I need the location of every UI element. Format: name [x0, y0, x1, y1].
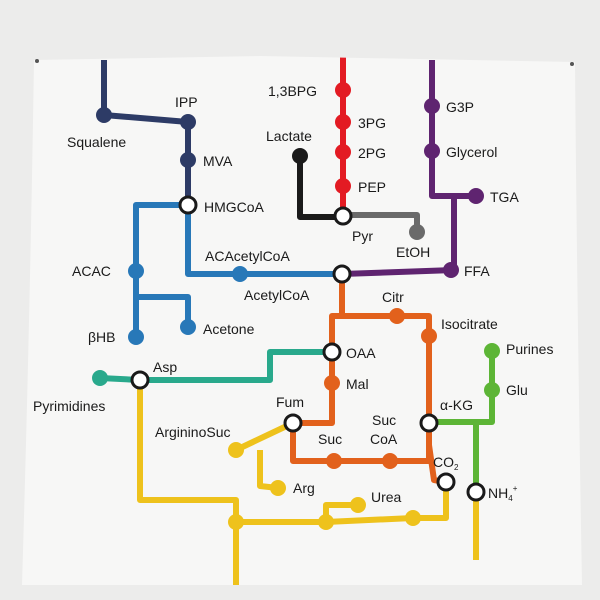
station-glycerol [424, 143, 440, 159]
line-teal [99, 349, 332, 383]
label-suc: Suc [318, 431, 342, 447]
label-tga: TGA [490, 189, 519, 205]
station-acacetylcoa [232, 266, 248, 282]
label-acetylcoa: AcetylCoA [244, 287, 310, 303]
label-glycerol: Glycerol [446, 144, 497, 160]
metro-lines [92, 56, 500, 585]
label-pyr: Pyr [352, 228, 373, 244]
station-ipp [180, 114, 196, 130]
line-yellow-left [137, 380, 239, 585]
line-black [297, 156, 343, 220]
station-etoh [409, 224, 425, 240]
label-nh4-superscript: + [513, 484, 518, 493]
interchange-nh4 [466, 482, 486, 502]
label-fum: Fum [276, 394, 304, 410]
station-arg [270, 480, 286, 496]
label-succoa-line1: Suc [372, 412, 396, 428]
label-ffa: FFA [464, 263, 490, 279]
label-etoh: EtOH [396, 244, 430, 260]
label-asp: Asp [153, 359, 177, 375]
station-mva [180, 152, 196, 168]
label-co2-subscript: 2 [454, 463, 459, 472]
label-glu: Glu [506, 382, 528, 398]
interchange-akg [419, 413, 439, 433]
interchange-pyr [333, 206, 353, 226]
label-lactate: Lactate [266, 128, 312, 144]
label-arg: Arg [293, 480, 315, 496]
label-argininosuc: ArgininoSuc [155, 424, 231, 440]
station-ffa [443, 262, 459, 278]
label-13bpg: 1,3BPG [268, 83, 317, 99]
label-bhb: βHB [88, 329, 116, 345]
label-hmgcoa: HMGCoA [204, 199, 265, 215]
station-urea [350, 497, 366, 513]
station-3pg [335, 114, 351, 130]
interchange-co2 [436, 472, 456, 492]
station-mal [324, 375, 340, 391]
station-pyrimidines [92, 370, 108, 386]
label-mal: Mal [346, 376, 369, 392]
line-blue-ketones [133, 202, 188, 338]
label-succoa-line2: CoA [370, 431, 398, 447]
station-succoa [382, 453, 398, 469]
station-yellow-bottom-1 [228, 514, 244, 530]
line-yellow-bottom [236, 482, 449, 525]
station-tga [468, 188, 484, 204]
line-green-purines [476, 351, 495, 425]
station-suc [326, 453, 342, 469]
label-pyrimidines: Pyrimidines [33, 398, 105, 414]
label-3pg: 3PG [358, 115, 386, 131]
label-purines: Purines [506, 341, 553, 357]
interchange-asp [130, 370, 150, 390]
interchange-acetylcoa [332, 264, 352, 284]
line-blue-acetone [136, 294, 191, 326]
label-urea: Urea [371, 489, 402, 505]
tapestry-fabric [22, 56, 582, 585]
pin-left [35, 59, 39, 63]
station-g3p [424, 98, 440, 114]
label-squalene: Squalene [67, 134, 126, 150]
label-akg: α-KG [440, 397, 473, 413]
station-argininosuc [228, 442, 244, 458]
label-nh4-main: NH [488, 485, 508, 501]
pin-right [570, 62, 574, 66]
label-pep: PEP [358, 179, 386, 195]
line-yellow-mid [234, 420, 295, 453]
label-acetone: Acetone [203, 321, 255, 337]
station-labels: IPP Squalene MVA HMGCoA 1,3BPG 3PG 2PG L… [33, 83, 553, 505]
station-bhb [128, 329, 144, 345]
label-nh4: NH4+ [488, 484, 518, 503]
interchange-fum [283, 413, 303, 433]
station-pep [335, 178, 351, 194]
label-mva: MVA [203, 153, 233, 169]
station-13bpg [335, 82, 351, 98]
interchange-oaa [322, 342, 342, 362]
label-acac: ACAC [72, 263, 111, 279]
line-orange-lower [290, 352, 432, 464]
station-isocitrate [421, 328, 437, 344]
station-acetone [180, 319, 196, 335]
label-nh4-subscript: 4 [508, 494, 513, 503]
station-yellow-bottom-3 [405, 510, 421, 526]
label-citr: Citr [382, 289, 404, 305]
station-citr [389, 308, 405, 324]
label-ipp: IPP [175, 94, 198, 110]
station-2pg [335, 144, 351, 160]
station-acac [128, 263, 144, 279]
station-glu [484, 382, 500, 398]
interchange-hmgcoa [178, 195, 198, 215]
line-blue-acetylcoa [185, 205, 342, 277]
station-purines [484, 343, 500, 359]
label-oaa: OAA [346, 345, 376, 361]
label-g3p: G3P [446, 99, 474, 115]
station-lactate [292, 148, 308, 164]
station-squalene [96, 107, 112, 123]
station-yellow-bottom-2 [318, 514, 334, 530]
label-acacetylcoa: ACAcetylCoA [205, 248, 290, 264]
label-isocitrate: Isocitrate [441, 316, 498, 332]
label-co2: CO2 [433, 454, 459, 472]
label-co2-main: CO [433, 454, 454, 470]
label-2pg: 2PG [358, 145, 386, 161]
